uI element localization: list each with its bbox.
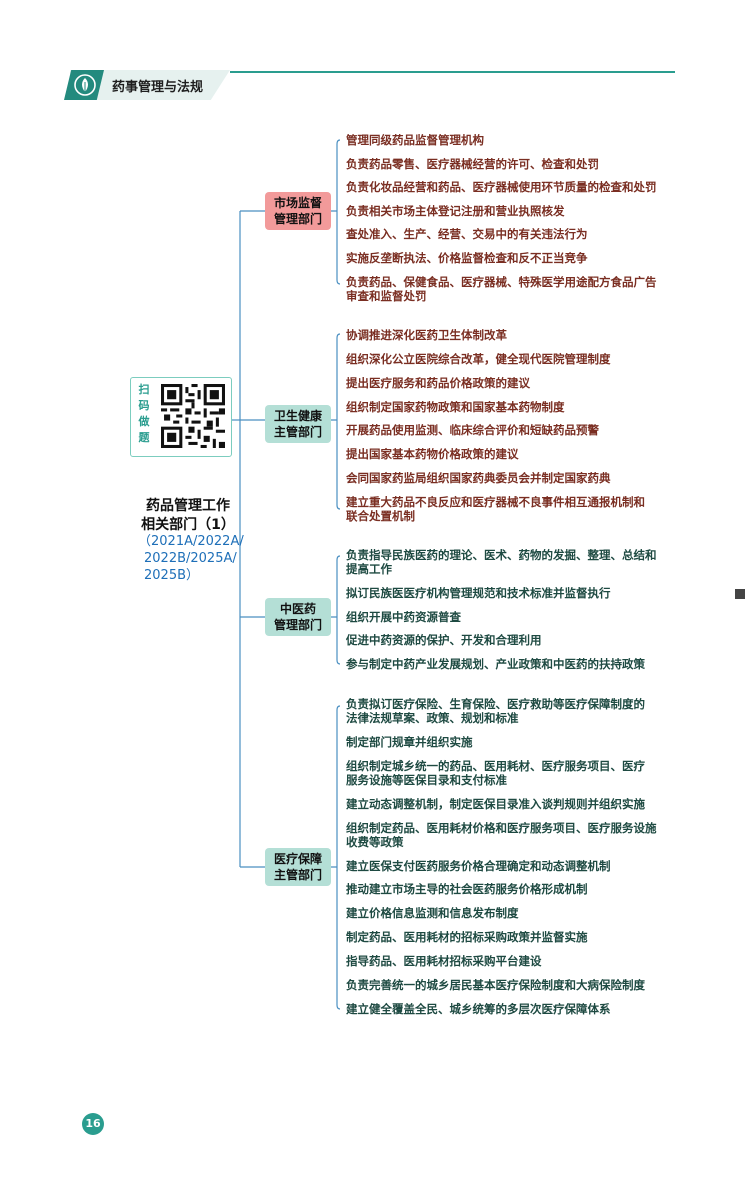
scan-char: 码: [138, 399, 150, 412]
branch-tcm: 中医药 管理部门: [265, 598, 331, 636]
list-item: 负责药品、保健食品、医疗器械、特殊医学用途配方食品广告审查和监督处罚: [346, 275, 657, 303]
list-item: 负责化妆品经营和药品、医疗器械使用环节质量的检查和处罚: [346, 180, 657, 194]
list-item: 负责相关市场主体登记注册和营业执照核发: [346, 204, 565, 218]
list-item: 建立动态调整机制，制定医保目录准入谈判规则并组织实施: [346, 797, 645, 811]
list-item: 建立健全覆盖全民、城乡统筹的多层次医疗保障体系: [346, 1002, 611, 1016]
center-title: 药品管理工作 相关部门（1）: [138, 497, 238, 535]
list-item: 查处准入、生产、经营、交易中的有关违法行为: [346, 227, 588, 241]
list-item: 组织深化公立医院综合改革，健全现代医院管理制度: [346, 352, 611, 366]
list-item: 指导药品、医用耗材招标采购平台建设: [346, 954, 542, 968]
header-rule: [230, 71, 675, 73]
list-item: 组织开展中药资源普查: [346, 610, 461, 624]
list-item: 组织制定城乡统一的药品、医用耗材、医疗服务项目、医疗服务设施等医保目录和支付标准: [346, 759, 645, 787]
exam-years-line: （2021A/2022A/: [138, 534, 244, 549]
center-title-line: 相关部门（1）: [141, 517, 235, 533]
list-item: 提出医疗服务和药品价格政策的建议: [346, 376, 530, 390]
branch-label: 中医药: [279, 602, 316, 616]
scan-char: 扫: [138, 383, 150, 396]
branch-label: 医疗保障: [273, 852, 322, 866]
center-title-line: 药品管理工作: [146, 498, 230, 514]
header-title: 药事管理与法规: [112, 80, 204, 95]
list-item: 协调推进深化医药卫生体制改革: [346, 328, 507, 342]
list-item: 组织制定国家药物政策和国家基本药物制度: [346, 400, 565, 414]
branch-label: 管理部门: [273, 212, 322, 226]
list-item: 参与制定中药产业发展规划、产业政策和中医药的扶持政策: [346, 657, 645, 671]
branch-health: 卫生健康 主管部门: [265, 405, 331, 443]
list-item: 制定药品、医用耗材的招标采购政策并监督实施: [346, 930, 588, 944]
list-item: 负责药品零售、医疗器械经营的许可、检查和处罚: [346, 157, 599, 171]
list-item: 建立重大药品不良反应和医疗器械不良事件相互通报机制和联合处置机制: [346, 495, 645, 523]
list-item: 负责指导民族医药的理论、医术、药物的发掘、整理、总结和提高工作: [346, 548, 657, 576]
list-item: 建立价格信息监测和信息发布制度: [346, 906, 519, 920]
exam-years-line: 2022B/2025A/: [144, 551, 237, 566]
list-item: 负责拟订医疗保险、生育保险、医疗救助等医疗保障制度的法律法规草案、政策、规划和标…: [346, 697, 645, 725]
side-tab-icon: [735, 589, 745, 599]
list-item: 负责完善统一的城乡居民基本医疗保险制度和大病保险制度: [346, 978, 645, 992]
list-item: 组织制定药品、医用耗材价格和医疗服务项目、医疗服务设施收费等政策: [346, 821, 657, 849]
leaf-icon: [64, 70, 104, 100]
page-number: 16: [82, 1113, 104, 1135]
list-item: 实施反垄断执法、价格监督检查和反不正当竞争: [346, 251, 588, 265]
scan-char: 题: [138, 431, 150, 444]
branch-market-supervision: 市场监督 管理部门: [265, 192, 331, 230]
branch-label: 主管部门: [273, 425, 322, 439]
list-item: 制定部门规章并组织实施: [346, 735, 473, 749]
exam-years: （2021A/2022A/ 2022B/2025A/ 2025B）: [138, 533, 244, 584]
branch-label: 卫生健康: [273, 409, 322, 423]
list-item: 提出国家基本药物价格政策的建议: [346, 447, 519, 461]
branch-medical-security: 医疗保障 主管部门: [265, 848, 331, 886]
branch-label: 市场监督: [273, 196, 322, 210]
list-item: 管理同级药品监督管理机构: [346, 133, 484, 147]
list-item: 促进中药资源的保护、开发和合理利用: [346, 633, 542, 647]
exam-years-line: 2025B）: [144, 568, 200, 583]
scan-label: 扫 码 做 题: [137, 382, 151, 446]
list-item: 推动建立市场主导的社会医药服务价格形成机制: [346, 882, 588, 896]
scan-card[interactable]: 扫 码 做 题: [130, 377, 232, 457]
list-item: 拟订民族医医疗机构管理规范和技术标准并监督执行: [346, 586, 611, 600]
list-item: 开展药品使用监测、临床综合评价和短缺药品预警: [346, 423, 599, 437]
list-item: 会同国家药监局组织国家药典委员会并制定国家药典: [346, 471, 611, 485]
list-item: 建立医保支付医药服务价格合理确定和动态调整机制: [346, 859, 611, 873]
qr-code-icon[interactable]: [161, 384, 225, 448]
branch-label: 管理部门: [273, 618, 322, 632]
scan-char: 做: [138, 415, 150, 428]
branch-label: 主管部门: [273, 868, 322, 882]
